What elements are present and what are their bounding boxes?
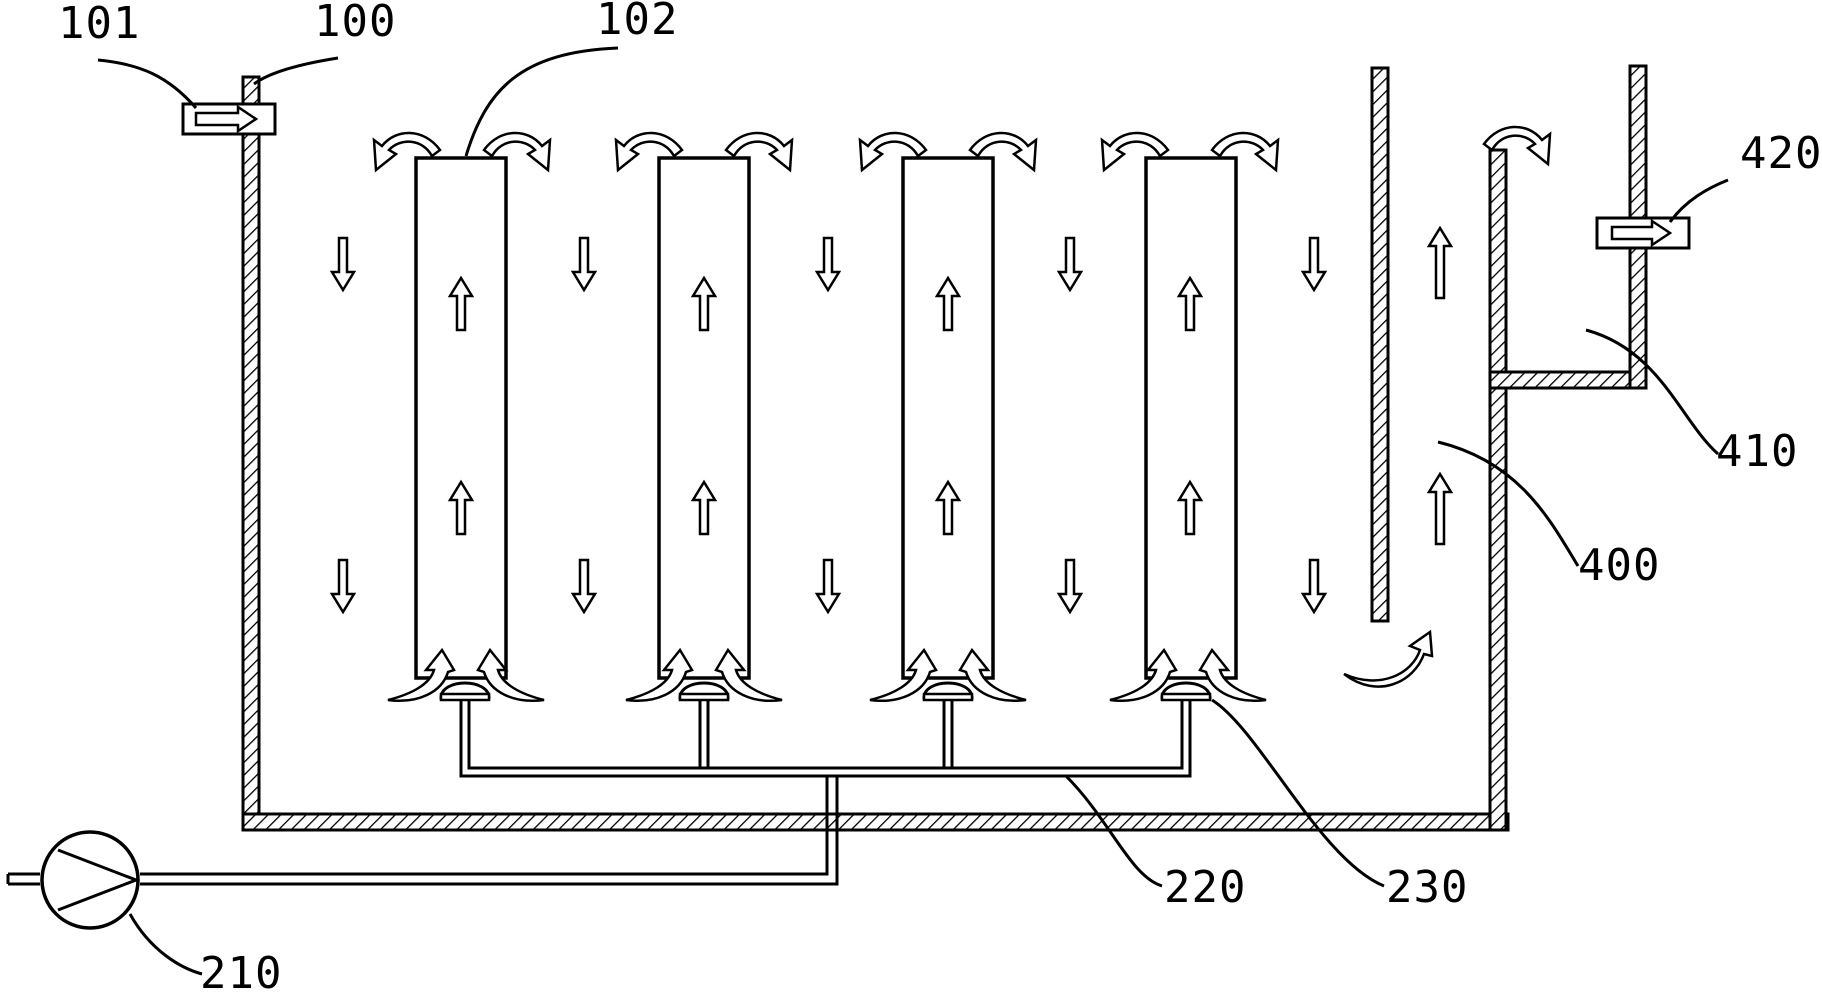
label-210: 210	[200, 948, 282, 992]
flow-arrow-icon	[1177, 276, 1203, 332]
baffle-wall	[1370, 66, 1390, 623]
leader-400	[1437, 440, 1580, 567]
flow-arrow-icon	[1057, 558, 1083, 614]
draft-tube-2	[657, 156, 751, 680]
inlet-valve	[181, 102, 277, 136]
leader-lines	[97, 46, 1729, 976]
flow-arrow-icon	[1610, 218, 1673, 248]
flow-arrow-icon	[815, 236, 841, 292]
flow-arrow-icon	[691, 276, 717, 332]
flow-arrow-icon	[194, 104, 259, 134]
flow-arrow-icon	[858, 131, 928, 172]
leader-230	[1211, 698, 1385, 888]
upflow-arrows	[448, 226, 1453, 546]
flow-arrow-icon	[724, 131, 794, 172]
flow-arrow-icon	[614, 131, 684, 172]
flow-arrow-icon	[1427, 226, 1453, 300]
label-420: 420	[1740, 128, 1822, 179]
flow-arrow-icon	[691, 480, 717, 536]
outlet-valve	[1595, 216, 1691, 250]
nozzle-icon	[439, 681, 491, 702]
leader-210	[128, 913, 203, 976]
leader-420	[1668, 178, 1729, 223]
draft-tube-1	[414, 156, 508, 680]
flow-arrow-icon	[815, 558, 841, 614]
flow-arrow-icon	[330, 236, 356, 292]
aeration-nozzles	[439, 681, 1212, 702]
flow-arrow-icon	[935, 276, 961, 332]
flow-arrow-icon	[448, 480, 474, 536]
air-pipe-network	[6, 700, 1192, 886]
flow-arrow-icon	[1100, 131, 1170, 172]
nozzle-icon	[678, 681, 730, 702]
flow-arrow-icon	[1343, 629, 1434, 688]
downflow-arrows	[330, 236, 1327, 614]
reference-labels: 101 100 102 420 410 400 220 230 210	[58, 0, 1822, 992]
nozzle-icon	[1160, 681, 1212, 702]
label-101: 101	[58, 0, 140, 49]
right-wall	[1488, 148, 1508, 832]
leader-102	[464, 46, 619, 157]
label-230: 230	[1386, 862, 1468, 913]
label-400: 400	[1578, 540, 1660, 591]
draft-tubes	[414, 156, 1238, 680]
leader-101	[97, 58, 198, 109]
leader-100	[253, 56, 339, 86]
flow-arrow-icon	[448, 276, 474, 332]
leader-220	[1064, 774, 1163, 888]
flow-arrow-icon	[1177, 480, 1203, 536]
flow-arrow-icon	[1210, 131, 1280, 172]
tank-walls	[241, 64, 1648, 832]
label-100: 100	[314, 0, 396, 47]
flow-arrow-icon	[968, 131, 1038, 172]
flow-arrow-icon	[571, 558, 597, 614]
flow-arrow-icon	[1301, 236, 1327, 292]
flow-arrow-icon	[482, 131, 552, 172]
flow-arrow-icon	[330, 558, 356, 614]
bottom-swoosh-arrows	[386, 629, 1434, 703]
bottom-wall	[241, 812, 1510, 832]
label-102: 102	[596, 0, 678, 45]
pump-icon	[40, 830, 140, 930]
flow-arrow-icon	[571, 236, 597, 292]
flow-arrow-icon	[372, 131, 442, 172]
label-410: 410	[1716, 426, 1798, 477]
draft-tube-3	[901, 156, 995, 680]
flow-arrow-icon	[1057, 236, 1083, 292]
pump	[40, 830, 141, 930]
leader-410	[1585, 328, 1720, 456]
flow-arrow-icon	[1427, 472, 1453, 546]
draft-tube-4	[1144, 156, 1238, 680]
outlet-channel-bottom	[1488, 370, 1638, 390]
flow-arrow-icon	[935, 480, 961, 536]
nozzle-icon	[922, 681, 974, 702]
flow-arrow-icon	[1301, 558, 1327, 614]
left-wall	[241, 75, 261, 830]
label-220: 220	[1164, 862, 1246, 913]
